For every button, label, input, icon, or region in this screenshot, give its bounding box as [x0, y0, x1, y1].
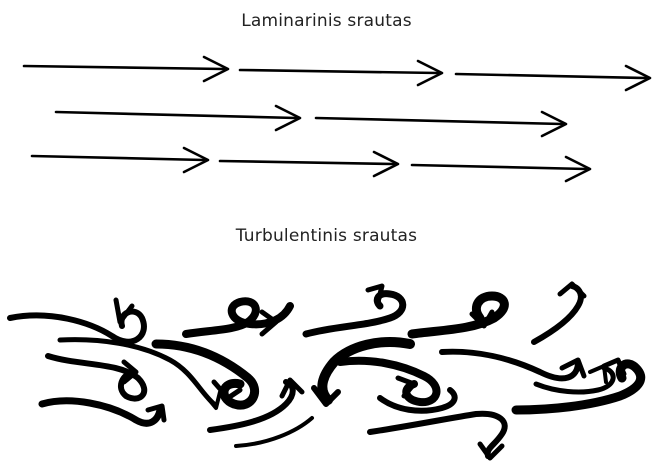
turbulent-eddy-arrow	[314, 342, 410, 404]
turbulent-eddy-arrow	[370, 414, 505, 458]
turbulent-eddy-arrow	[412, 296, 504, 334]
turbulent-eddy-arrow	[42, 401, 164, 423]
turbulent-eddy-arrow	[48, 356, 144, 399]
turbulent-eddy-arrow	[186, 301, 290, 334]
turbulent-eddy-arrow	[306, 286, 403, 334]
turbulent-eddy-arrow	[340, 361, 436, 402]
turbulent-eddy-arrow	[10, 300, 144, 342]
turbulent-eddy-arrow	[442, 352, 584, 379]
turbulent-eddy-arrow	[534, 284, 584, 342]
